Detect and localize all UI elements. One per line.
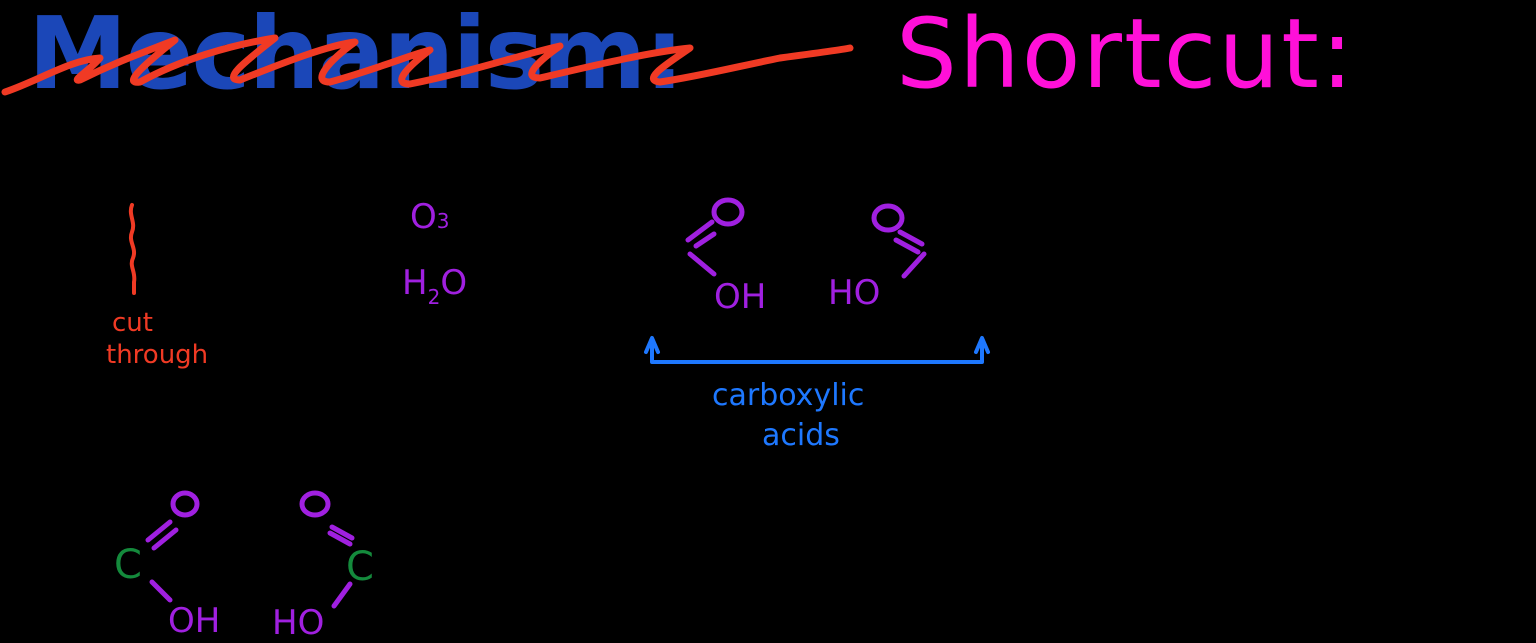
left-acid-hydroxyl: OH bbox=[714, 277, 767, 317]
cut-through-wavy-line bbox=[128, 203, 137, 295]
right-acid-carbonyl-oxygen bbox=[871, 203, 905, 233]
reagent-ozone-symbol: O bbox=[410, 197, 437, 237]
bottom-right-bonds bbox=[327, 524, 355, 609]
bottom-right-carbonyl-oxygen bbox=[299, 490, 331, 518]
bottom-left-hydroxyl: OH bbox=[168, 601, 221, 641]
acids-label: acids bbox=[762, 418, 840, 453]
left-acid-bonds bbox=[685, 219, 717, 277]
reagent-water: H2O bbox=[402, 263, 468, 309]
reagent-ozone: O3 bbox=[410, 200, 450, 238]
reagent-water-o: O bbox=[440, 263, 468, 303]
cut-label-line2: through bbox=[106, 340, 209, 370]
reagent-ozone-subscript: 3 bbox=[436, 209, 450, 233]
bottom-right-carbon: C bbox=[346, 544, 374, 590]
reagent-water-h: H bbox=[402, 263, 428, 303]
left-acid-carbonyl-oxygen bbox=[711, 197, 745, 227]
carboxylic-label: carboxylic bbox=[712, 378, 865, 413]
bottom-left-carbonyl-oxygen bbox=[170, 490, 200, 518]
bottom-right-hydroxyl: HO bbox=[272, 603, 325, 643]
bottom-left-carbon: C bbox=[114, 542, 142, 588]
shortcut-title: Shortcut: bbox=[896, 0, 1356, 110]
right-acid-hydroxyl: HO bbox=[828, 273, 881, 313]
strikethrough-scribble bbox=[1, 34, 854, 96]
cut-label-line1: cut bbox=[112, 308, 153, 338]
bottom-left-bonds bbox=[145, 519, 179, 603]
carboxylic-acids-bracket-arrow bbox=[644, 336, 990, 364]
reagent-water-subscript: 2 bbox=[427, 285, 441, 309]
right-acid-bonds bbox=[893, 229, 927, 279]
